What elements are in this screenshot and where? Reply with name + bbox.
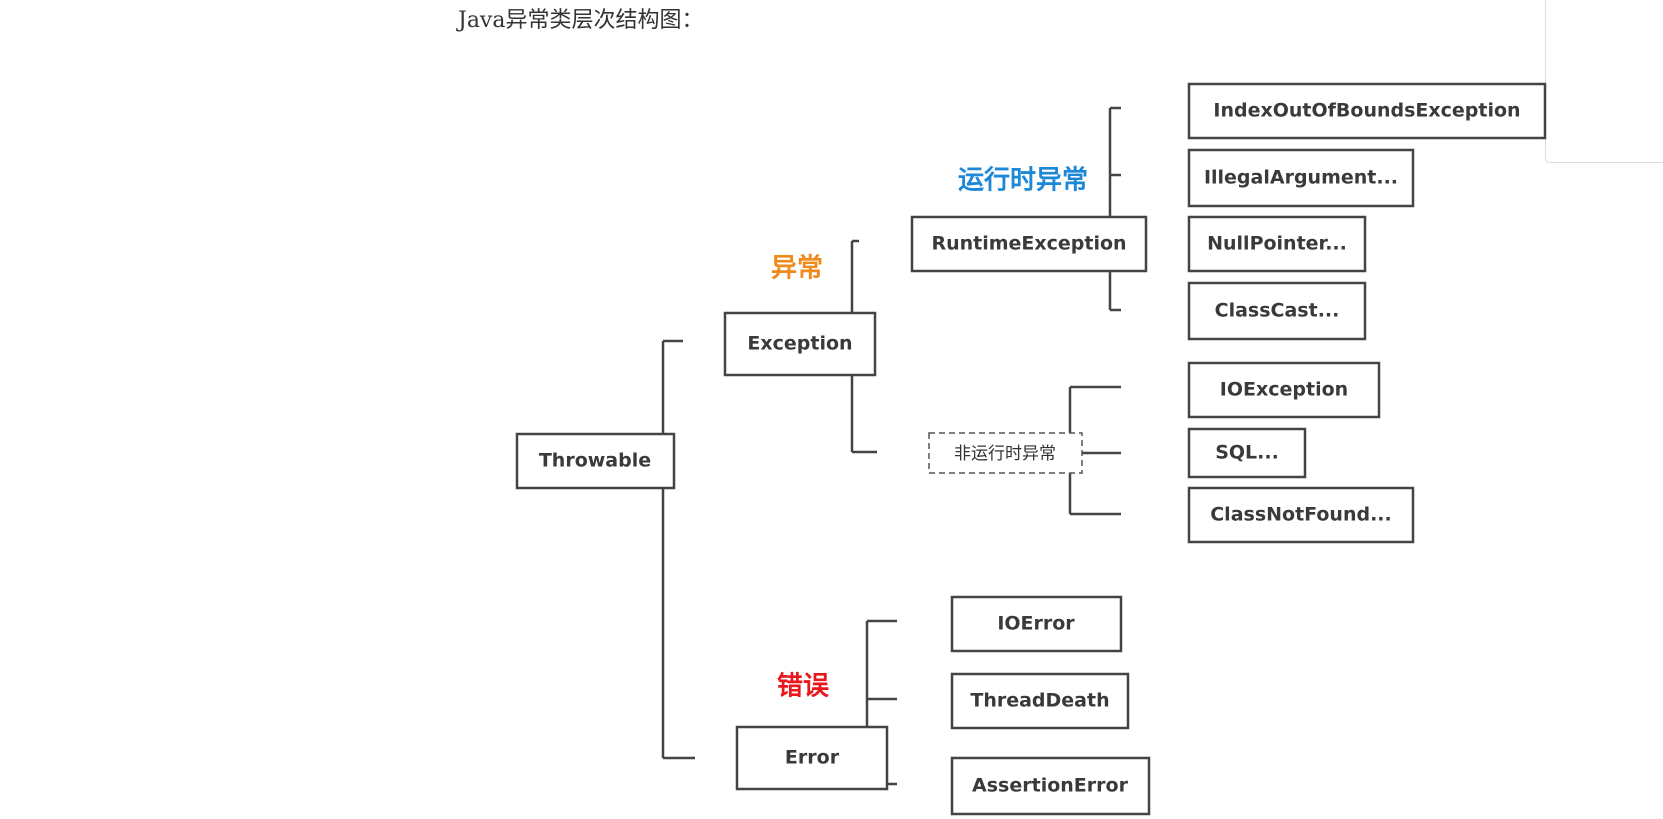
label-runtime-exceptions: 运行时异常 bbox=[958, 165, 1088, 196]
node-assertion-error-label: AssertionError bbox=[972, 775, 1129, 797]
node-sql: SQL... bbox=[1187, 427, 1307, 479]
node-throwable-label: Throwable bbox=[539, 450, 651, 472]
label-exceptions: 异常 bbox=[771, 254, 823, 284]
node-non-runtime-label: 非运行时异常 bbox=[954, 444, 1056, 464]
scrollbar-edge bbox=[1545, 0, 1663, 163]
node-sql-label: SQL... bbox=[1215, 442, 1279, 464]
connector-throwable bbox=[658, 339, 695, 760]
node-runtime-exception-label: RuntimeException bbox=[931, 233, 1126, 255]
node-illegal-argument: IllegalArgument... bbox=[1187, 148, 1415, 208]
node-class-not-found-label: ClassNotFound... bbox=[1210, 504, 1392, 526]
node-index-out-of-bounds-label: IndexOutOfBoundsException bbox=[1213, 100, 1520, 122]
node-runtime-exception: RuntimeException bbox=[910, 215, 1148, 273]
node-thread-death-label: ThreadDeath bbox=[970, 690, 1109, 712]
node-class-cast: ClassCast... bbox=[1187, 281, 1367, 341]
node-class-not-found: ClassNotFound... bbox=[1187, 486, 1415, 544]
page-heading: Java异常类层次结构图： bbox=[458, 8, 704, 33]
node-class-cast-label: ClassCast... bbox=[1215, 300, 1340, 322]
node-io-exception: IOException bbox=[1187, 361, 1381, 419]
node-io-exception-label: IOException bbox=[1220, 379, 1348, 401]
node-null-pointer: NullPointer... bbox=[1187, 215, 1367, 273]
node-index-out-of-bounds: IndexOutOfBoundsException bbox=[1187, 82, 1547, 140]
node-null-pointer-label: NullPointer... bbox=[1207, 233, 1347, 255]
node-exception: Exception bbox=[723, 311, 877, 377]
node-error: Error bbox=[735, 725, 889, 791]
node-exception-label: Exception bbox=[747, 333, 852, 355]
node-io-error: IOError bbox=[950, 595, 1123, 653]
node-non-runtime-exception: 非运行时异常 bbox=[928, 432, 1083, 474]
node-throwable: Throwable bbox=[515, 432, 676, 490]
node-io-error-label: IOError bbox=[997, 613, 1075, 635]
node-error-label: Error bbox=[785, 747, 840, 769]
connector-runtime bbox=[1102, 106, 1121, 312]
node-assertion-error: AssertionError bbox=[950, 756, 1151, 816]
node-illegal-argument-label: IllegalArgument... bbox=[1204, 167, 1398, 189]
connector-error bbox=[860, 619, 897, 786]
label-errors: 错误 bbox=[777, 672, 830, 702]
node-thread-death: ThreadDeath bbox=[950, 672, 1130, 730]
